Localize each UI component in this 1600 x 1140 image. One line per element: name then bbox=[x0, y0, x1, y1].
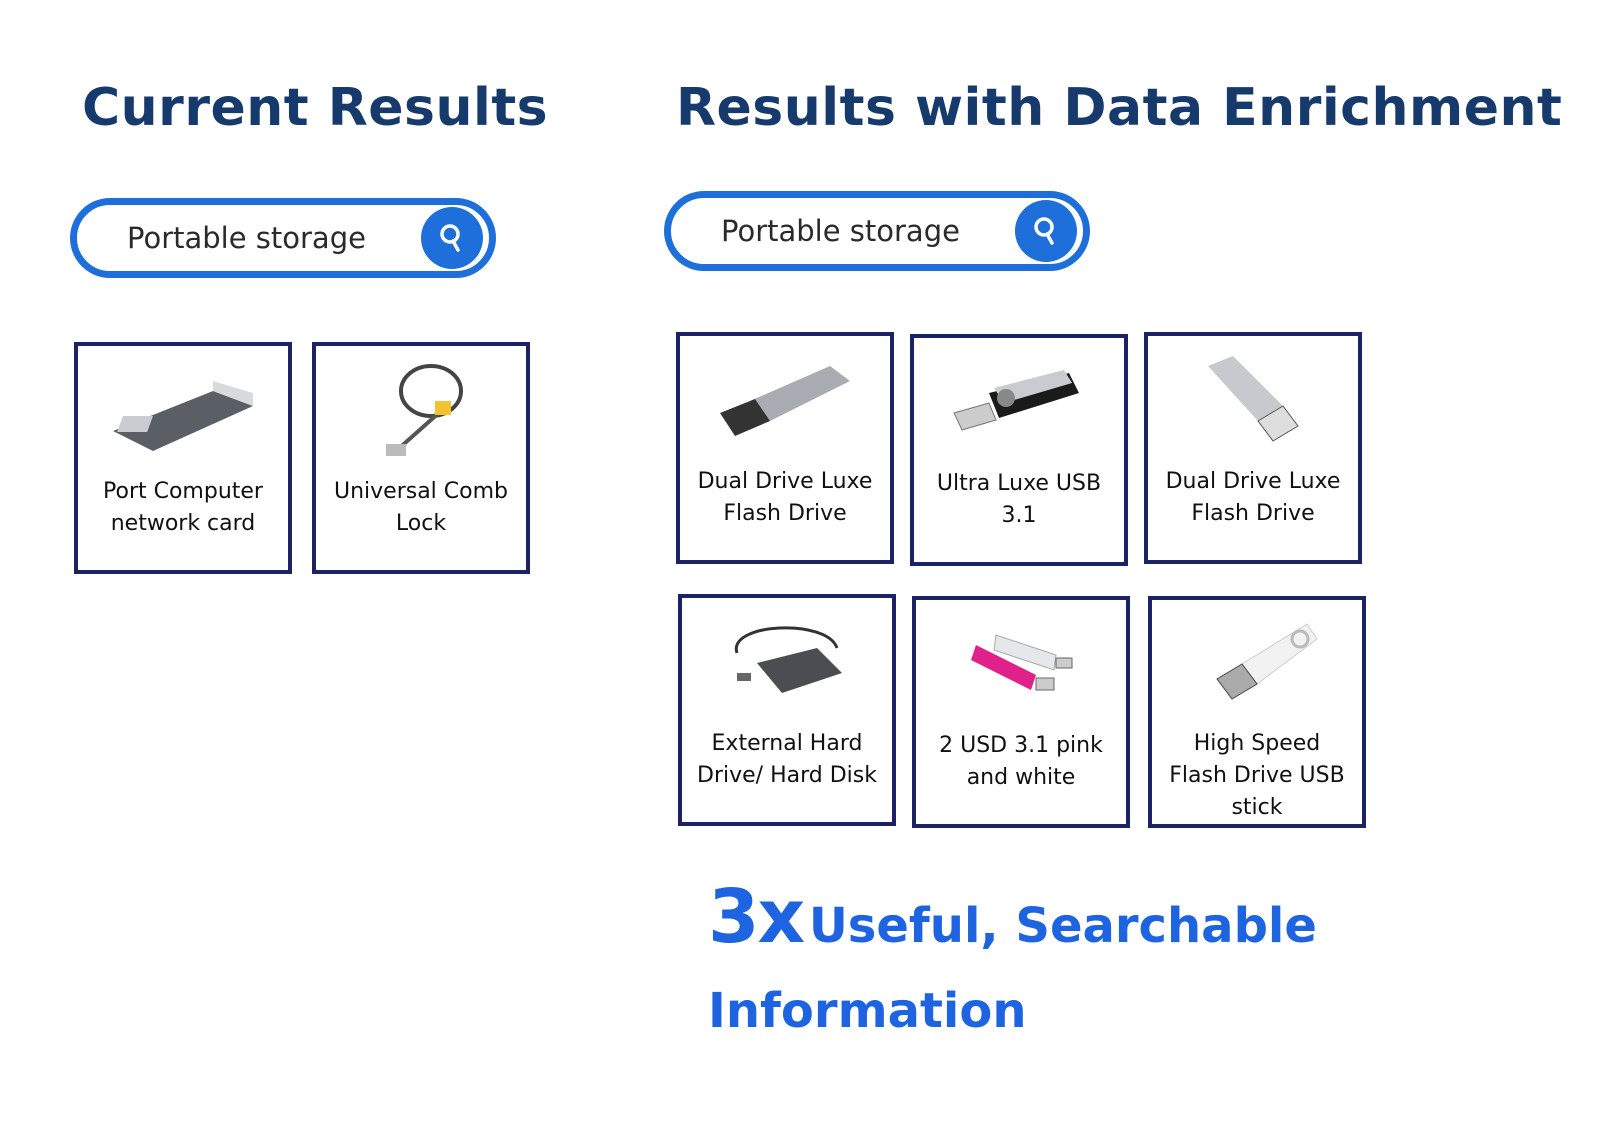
current-search-button[interactable] bbox=[421, 207, 483, 269]
tagline: 3x Useful, Searchable Information bbox=[708, 880, 1317, 1048]
enriched-search-input[interactable]: Portable storage bbox=[721, 214, 960, 248]
enriched-search-button[interactable] bbox=[1015, 200, 1077, 262]
result-label: Port Computer network card bbox=[103, 479, 263, 536]
tagline-multiplier: 3x bbox=[708, 874, 805, 960]
external-hard-drive-image bbox=[682, 598, 892, 728]
result-label: High Speed Flash Drive USB stick bbox=[1169, 731, 1345, 820]
network-card-image bbox=[78, 346, 288, 476]
current-results-title: Current Results bbox=[82, 78, 549, 138]
result-label: Dual Drive Luxe Flash Drive bbox=[697, 469, 873, 526]
result-label: 2 USD 3.1 pink and white bbox=[939, 733, 1103, 790]
result-card[interactable]: Ultra Luxe USB 3.1 bbox=[910, 334, 1128, 566]
result-card[interactable]: High Speed Flash Drive USB stick bbox=[1148, 596, 1366, 828]
result-label: External Hard Drive/ Hard Disk bbox=[697, 731, 877, 788]
current-search-input[interactable]: Portable storage bbox=[127, 221, 366, 255]
white-usb-stick-image bbox=[1152, 600, 1362, 728]
result-card[interactable]: Universal Comb Lock bbox=[312, 342, 530, 574]
current-search-bar[interactable]: Portable storage bbox=[70, 198, 496, 278]
swivel-flash-drive-image bbox=[914, 338, 1124, 468]
result-card[interactable]: 2 USD 3.1 pink and white bbox=[912, 596, 1130, 828]
result-label: Universal Comb Lock bbox=[333, 479, 509, 536]
search-icon bbox=[1034, 217, 1054, 245]
silver-usb-stick-image bbox=[1148, 336, 1358, 466]
cable-lock-image bbox=[316, 346, 526, 476]
result-card[interactable]: Dual Drive Luxe Flash Drive bbox=[1144, 332, 1362, 564]
result-card[interactable]: Dual Drive Luxe Flash Drive bbox=[676, 332, 894, 564]
silver-flash-drive-image bbox=[680, 336, 890, 466]
enriched-results-title: Results with Data Enrichment bbox=[676, 78, 1563, 138]
search-icon bbox=[440, 224, 460, 252]
tagline-line2: Information bbox=[708, 983, 1027, 1039]
result-card[interactable]: External Hard Drive/ Hard Disk bbox=[678, 594, 896, 826]
result-label: Ultra Luxe USB 3.1 bbox=[936, 471, 1102, 528]
result-card[interactable]: Port Computer network card bbox=[74, 342, 292, 574]
pink-white-flash-drives-image bbox=[916, 600, 1126, 730]
enriched-search-bar[interactable]: Portable storage bbox=[664, 191, 1090, 271]
tagline-line1: Useful, Searchable bbox=[808, 898, 1317, 954]
result-label: Dual Drive Luxe Flash Drive bbox=[1165, 469, 1341, 526]
